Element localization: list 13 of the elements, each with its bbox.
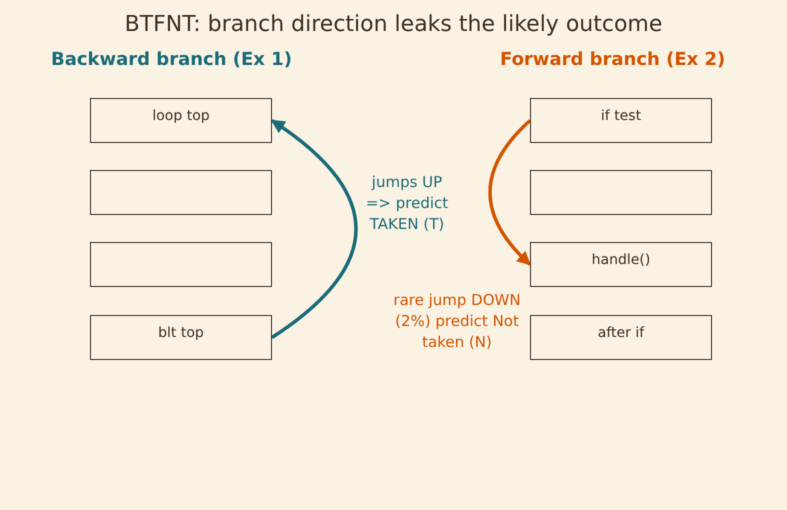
code-block-box: blt top: [90, 315, 272, 360]
empty-code-box: [90, 242, 272, 287]
column-heading: Forward branch (Ex 2): [500, 49, 726, 70]
curved-arrow: [488, 119, 532, 266]
code-block-box: loop top: [90, 98, 272, 143]
empty-code-box: [90, 170, 272, 215]
code-block-box: after if: [530, 315, 712, 360]
curved-arrow: [270, 119, 358, 339]
code-block-box: handle(): [530, 242, 712, 287]
empty-code-box: [530, 170, 712, 215]
column-heading: Backward branch (Ex 1): [51, 49, 292, 70]
diagram-title: BTFNT: branch direction leaks the likely outcome: [124, 12, 662, 37]
code-block-box: if test: [530, 98, 712, 143]
